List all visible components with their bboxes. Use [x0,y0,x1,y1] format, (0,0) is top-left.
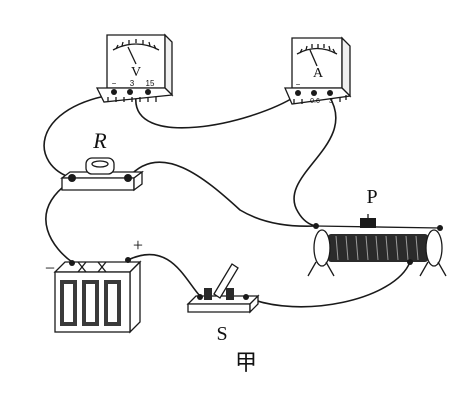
battery-terminal-neg [69,260,75,266]
voltmeter-terminal-neg-label: − [112,79,117,88]
ammeter: A − 0.6 3 [284,36,352,105]
switch-post-left [204,288,212,300]
rheostat-terminal-top-left [313,223,319,229]
rheostat-terminal-bottom [407,259,413,265]
battery-side [129,260,141,334]
switch-terminal-right [243,294,249,300]
rheostat-coil-windings [335,235,419,261]
ammeter-base [284,87,352,105]
resistor-terminal-left [68,174,76,182]
slider-label: P [366,186,377,208]
voltmeter-terminal-neg [111,89,117,95]
resistor-body-highlight [91,160,109,168]
switch-label: S [216,323,227,345]
switch-terminal-left [197,294,203,300]
wire-voltmeter-to-ammeter [135,95,297,129]
ammeter-terminal-neg-label: − [296,80,301,89]
battery-connectors [77,261,107,273]
ammeter-needle [309,49,318,67]
switch: S [186,263,260,345]
ammeter-terminal-3 [327,90,333,96]
ammeter-scale-ticks [299,44,336,54]
voltmeter-label: V [131,65,141,80]
ammeter-terminal-06-label: 0.6 [310,98,320,105]
wire-resistor-to-rheostat [127,161,317,227]
voltmeter-side [164,33,173,97]
resistor-label: R [92,128,107,153]
voltmeter-terminal-3-label: 3 [130,79,135,88]
rheostat-end-left [313,229,331,267]
rheostat-leg-right [419,261,447,277]
battery-top [53,261,142,273]
battery-neg-label: − [45,258,55,278]
rheostat-end-right [425,229,443,267]
switch-base-front [187,303,251,313]
voltmeter-terminal-3 [127,89,133,95]
ammeter-terminal-06 [311,90,317,96]
switch-post-right [226,288,234,300]
voltmeter-needle [127,46,137,65]
rheostat-slider [360,218,376,228]
ammeter-label: A [313,66,324,81]
ammeter-base-ridges [293,95,347,104]
wire-resistor-to-battery [45,182,73,263]
wire-battery-to-switch [127,253,201,297]
rheostat-top-rod [315,225,441,229]
voltmeter-terminal-15-label: 15 [146,79,155,88]
resistor-base-side [133,170,143,192]
ammeter-terminal-3-label: 3 [329,98,333,105]
rheostat-terminal-top-right [437,225,443,231]
voltmeter: V − 3 15 [95,33,174,103]
rheostat: P [307,186,447,277]
voltmeter-terminal-15 [145,89,151,95]
rheostat-leg-left [307,261,335,277]
battery-pos-label: + [133,235,143,255]
ammeter-terminal-neg [295,90,301,96]
wire-switch-to-rheostat [245,261,411,308]
battery-terminal-pos [125,257,131,263]
wires [43,94,411,308]
battery-cell-3-window [108,284,117,322]
resistor-terminal-right [124,174,132,182]
voltmeter-base-ridges [107,97,157,102]
rheostat-coil [328,234,428,262]
wire-voltmeter-to-resistor [43,94,111,179]
battery-cell-2-window [86,284,95,322]
ammeter-side [341,36,351,98]
wire-ammeter-to-rheostat [293,95,337,227]
battery-cell-1-window [64,284,73,322]
switch-blade [213,263,239,299]
voltmeter-scale-ticks [115,39,157,50]
figure-label: 甲 [235,350,257,375]
switch-base-side [249,294,259,314]
resistor: R [60,128,144,192]
battery: − + [45,235,143,334]
